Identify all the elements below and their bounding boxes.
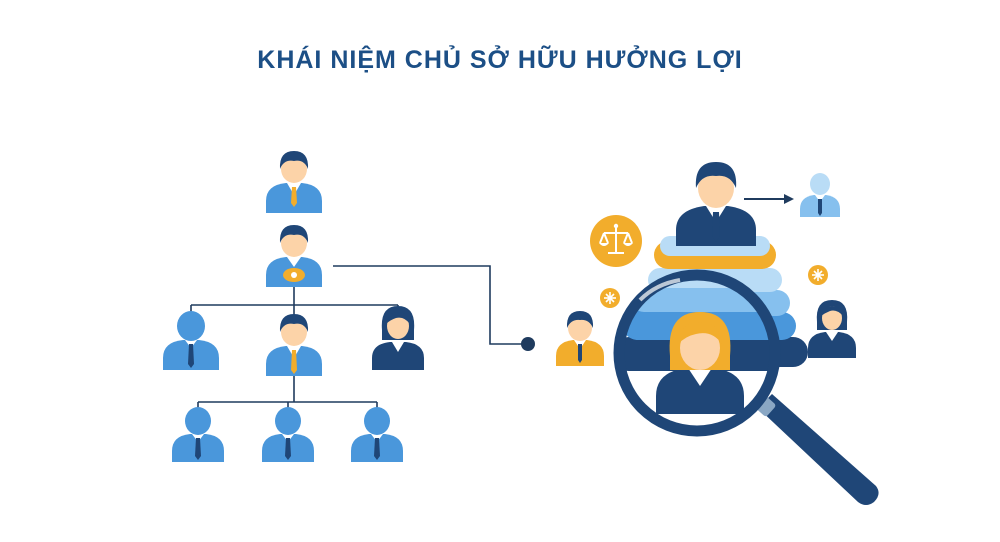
person-level4-middle (262, 407, 314, 462)
org-chart-lines (190, 265, 522, 414)
person-level4-left (172, 407, 224, 462)
person-level3-middle (266, 314, 322, 376)
person-woman-right (808, 300, 856, 358)
beneficial-owner-person (676, 162, 756, 246)
magnifying-glass-icon (613, 269, 879, 505)
person-level3-right (372, 306, 424, 370)
org-chart-icon (163, 151, 535, 462)
person-gold-suit (556, 311, 604, 366)
sparkle-icon (600, 288, 620, 308)
arrow-right-icon (744, 194, 794, 204)
person-level4-right (351, 407, 403, 462)
beneficial-owner-cluster (556, 162, 879, 505)
sparkle-icon (808, 265, 828, 285)
person-manager (266, 225, 322, 287)
page-title: KHÁI NIỆM CHỦ SỞ HỮU HƯỞNG LỢI (257, 46, 743, 74)
person-level3-left (163, 311, 219, 370)
connector-dot (521, 337, 535, 351)
person-light-icon (800, 173, 840, 217)
scale-of-justice-icon (590, 215, 642, 267)
person-top (266, 151, 322, 213)
